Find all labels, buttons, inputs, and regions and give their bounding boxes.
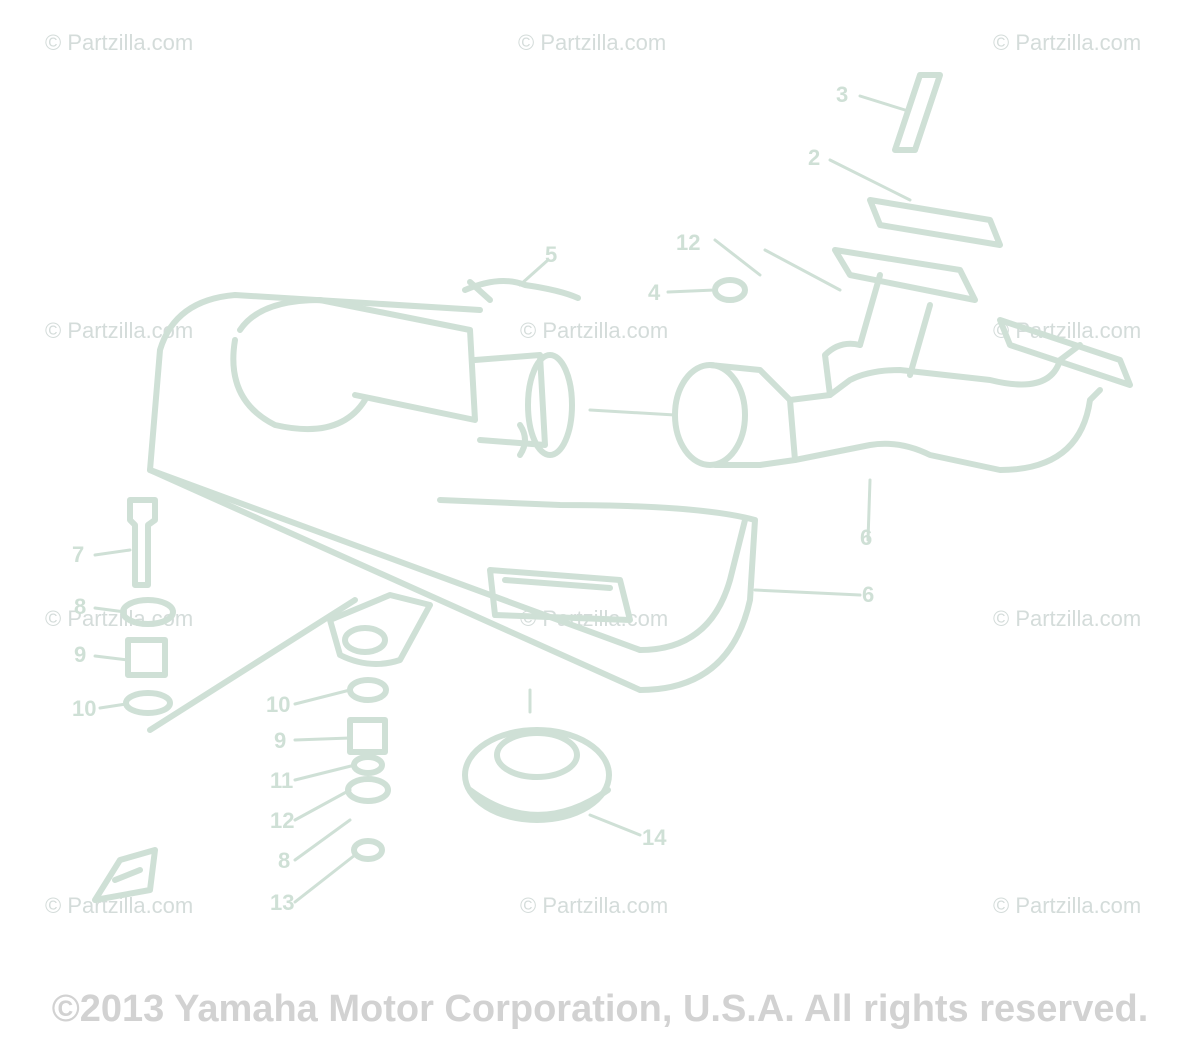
callout-6: 6 — [862, 582, 874, 607]
spring-clip — [462, 278, 581, 303]
exhaust-pipe — [672, 197, 1133, 473]
watermark: © Partzilla.com — [45, 30, 194, 55]
stud-bolt — [892, 72, 943, 153]
center-bolt-stack — [345, 677, 391, 862]
callout-10b: 10 — [266, 692, 290, 717]
mount-bracket — [147, 592, 433, 733]
callout-8b: 8 — [278, 848, 290, 873]
left-bolt-stack — [120, 497, 176, 716]
callout-13: 13 — [270, 890, 294, 915]
small-washer — [712, 277, 748, 303]
callout-6b: 6 — [860, 525, 872, 550]
watermark: © Partzilla.com — [520, 893, 669, 918]
watermark: © Partzilla.com — [993, 893, 1142, 918]
callout-5: 5 — [545, 242, 557, 267]
callout-4: 4 — [648, 280, 661, 305]
callout-12b: 12 — [270, 808, 294, 833]
callout-10: 10 — [72, 696, 96, 721]
copyright-notice: ©2013 Yamaha Motor Corporation, U.S.A. A… — [51, 988, 1149, 1030]
muffler-body — [147, 292, 758, 693]
watermark: © Partzilla.com — [993, 606, 1142, 631]
callout-11: 11 — [270, 768, 293, 793]
callout-14: 14 — [642, 825, 667, 850]
small-plate — [92, 847, 158, 903]
callout-9: 9 — [74, 642, 86, 667]
watermark: © Partzilla.com — [520, 318, 669, 343]
callout-2: 2 — [808, 145, 820, 170]
rubber-grommet — [462, 727, 612, 823]
callout-3: 3 — [836, 82, 848, 107]
watermark: © Partzilla.com — [518, 30, 667, 55]
watermark: © Partzilla.com — [993, 30, 1142, 55]
callout-7: 7 — [72, 542, 84, 567]
watermark: © Partzilla.com — [993, 318, 1142, 343]
callout-8: 8 — [74, 594, 86, 619]
inlet-sleeve — [472, 352, 575, 458]
callout-9b: 9 — [274, 728, 286, 753]
leader-lines — [93, 94, 912, 904]
callout-12: 12 — [676, 230, 700, 255]
